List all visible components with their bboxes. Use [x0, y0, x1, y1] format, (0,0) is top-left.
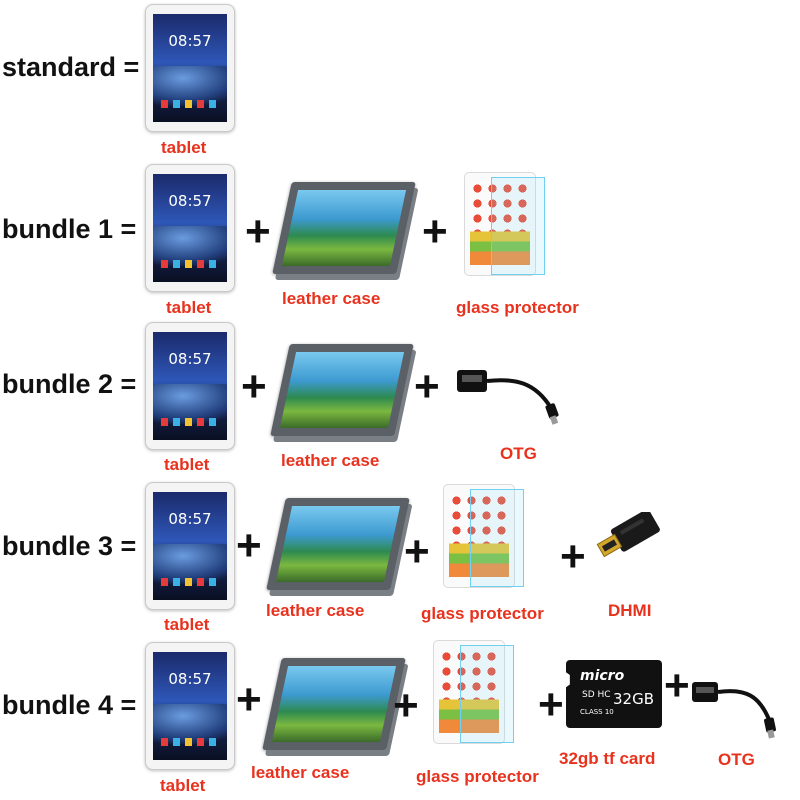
- tablet-screen: 08:57: [153, 652, 227, 760]
- otg-cable-image: [692, 682, 776, 739]
- plus-sign: +: [664, 661, 690, 710]
- plus-sign: +: [538, 680, 564, 729]
- caption-leather-case: leather case: [281, 451, 380, 470]
- tablet-image: 08:57: [145, 482, 235, 610]
- clock-text: 08:57: [168, 32, 212, 50]
- tablet-screen: 08:57: [153, 174, 227, 282]
- clock-text: 08:57: [168, 350, 212, 368]
- caption-glass-protector: glass protector: [456, 298, 579, 317]
- glass-protector-image: [464, 172, 545, 276]
- case-screen: [275, 506, 401, 582]
- tablet-screen: 08:57: [153, 492, 227, 600]
- cable: [717, 689, 772, 723]
- sd-card-image: micro SD HC 32GB CLASS 10: [566, 660, 662, 728]
- caption-tablet: tablet: [161, 138, 207, 157]
- leather-case-image: [266, 498, 410, 590]
- row-label-bundle-4: bundle 4 =: [2, 690, 137, 720]
- plus-sign: +: [236, 521, 262, 570]
- hdmi-body: [610, 512, 660, 552]
- leather-case-image: [270, 344, 414, 436]
- row-label-bundle-1: bundle 1 =: [2, 214, 137, 244]
- caption-tablet: tablet: [166, 298, 212, 317]
- tablet-image: 08:57: [145, 4, 235, 132]
- plus-sign: +: [241, 362, 267, 411]
- row-label-standard: standard =: [2, 52, 140, 82]
- case-screen: [279, 352, 405, 428]
- caption-leather-case: leather case: [282, 289, 381, 308]
- leather-case-image: [262, 658, 406, 750]
- caption-tablet: tablet: [164, 455, 210, 474]
- tablet-image: 08:57: [145, 164, 235, 292]
- caption-glass-protector: glass protector: [416, 767, 539, 786]
- plus-sign: +: [245, 207, 271, 256]
- app-dock: [161, 578, 219, 586]
- protector-screen: [470, 181, 530, 265]
- sd-brand-text: micro: [580, 668, 625, 684]
- cable: [486, 378, 553, 410]
- caption-leather-case: leather case: [266, 601, 365, 620]
- protector-film: [470, 489, 524, 587]
- micro-usb-plug: [764, 717, 776, 733]
- caption-tablet: tablet: [164, 615, 210, 634]
- case-screen: [271, 666, 397, 742]
- caption-leather-case: leather case: [251, 763, 350, 782]
- glass-protector-image: [433, 640, 514, 744]
- tablet-image: 08:57: [145, 322, 235, 450]
- tablet-image: 08:57: [145, 642, 235, 770]
- caption-otg: OTG: [500, 444, 537, 463]
- plus-sign: +: [404, 527, 430, 576]
- tablet-screen: 08:57: [153, 332, 227, 440]
- plus-sign: +: [414, 362, 440, 411]
- clock-text: 08:57: [168, 192, 212, 210]
- caption-hdmi: DHMI: [608, 601, 652, 620]
- case-screen: [281, 190, 407, 266]
- row-label-bundle-3: bundle 3 =: [2, 531, 137, 561]
- sd-hc-text: SD HC: [582, 690, 611, 700]
- app-dock: [161, 738, 219, 746]
- clock-text: 08:57: [168, 510, 212, 528]
- plus-sign: +: [422, 207, 448, 256]
- caption-tablet: tablet: [160, 776, 206, 795]
- caption-sd-card: 32gb tf card: [559, 749, 656, 768]
- clock-text: 08:57: [168, 670, 212, 688]
- row-label-bundle-2: bundle 2 =: [2, 369, 137, 399]
- caption-glass-protector: glass protector: [421, 604, 544, 623]
- caption-otg: OTG: [718, 750, 755, 769]
- protector-screen: [449, 493, 509, 577]
- plus-sign: +: [393, 681, 419, 730]
- plus-sign: +: [236, 675, 262, 724]
- app-dock: [161, 418, 219, 426]
- hdmi-adapter-image: [596, 512, 660, 558]
- glass-protector-image: [443, 484, 524, 588]
- micro-usb-plug: [545, 403, 559, 419]
- app-dock: [161, 100, 219, 108]
- otg-cable-image: [457, 370, 559, 425]
- protector-screen: [439, 649, 499, 733]
- plus-sign: +: [560, 532, 586, 581]
- sd-class-text: CLASS 10: [580, 708, 614, 716]
- protector-film: [460, 645, 514, 743]
- tablet-screen: 08:57: [153, 14, 227, 122]
- sd-capacity-text: 32GB: [612, 690, 654, 708]
- protector-film: [491, 177, 545, 275]
- app-dock: [161, 260, 219, 268]
- leather-case-image: [272, 182, 416, 274]
